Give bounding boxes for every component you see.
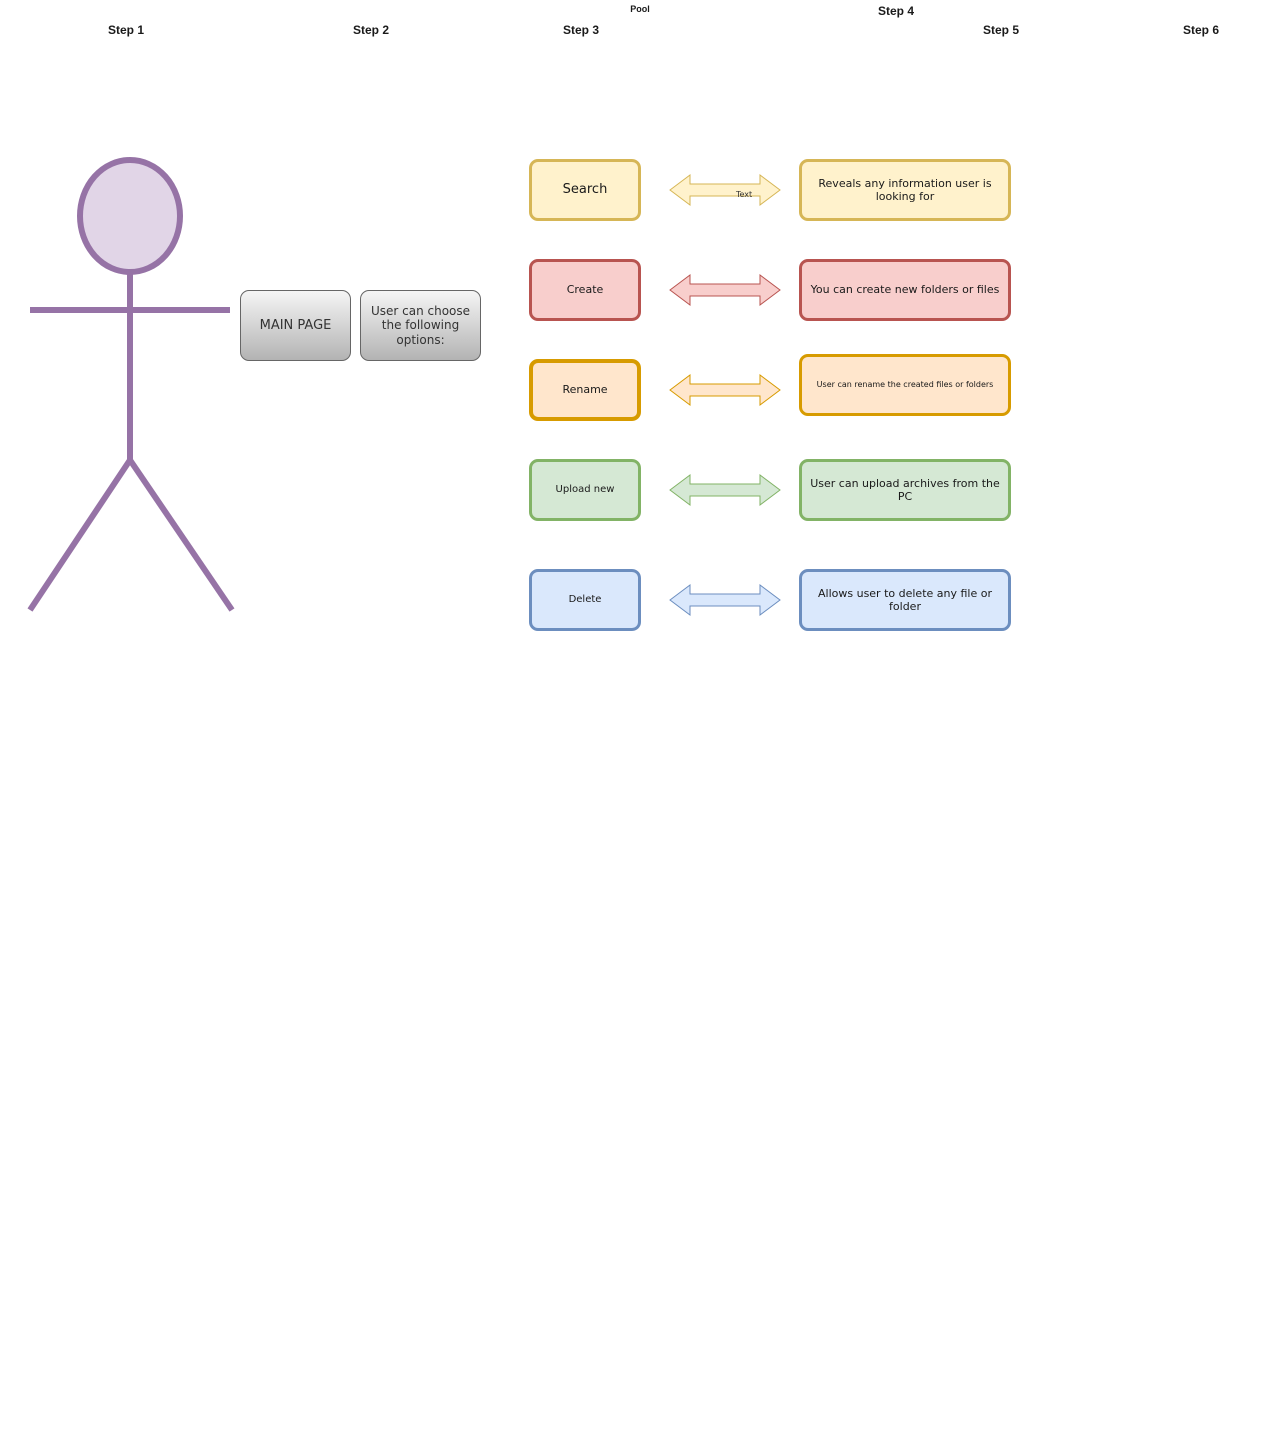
rename-description-text: User can rename the created files or fol… bbox=[816, 380, 994, 390]
delete-description-text: Allows user to delete any file or folder bbox=[818, 586, 992, 613]
search-option-label: Search bbox=[562, 182, 608, 198]
delete-option-box[interactable]: Delete bbox=[529, 569, 641, 631]
choose-options-label: User can choose the following options: bbox=[370, 303, 471, 347]
main-page-label: MAIN PAGE bbox=[259, 317, 332, 333]
pool-title: Pool bbox=[630, 4, 650, 14]
upload-description-box[interactable]: User can upload archives from the PC bbox=[799, 459, 1011, 521]
step-1-label: Step 1 bbox=[107, 23, 144, 37]
rename-option-box[interactable]: Rename bbox=[529, 359, 641, 421]
double-arrow-delete[interactable] bbox=[669, 584, 781, 616]
actor-right-leg bbox=[127, 458, 235, 612]
double-arrow-create[interactable] bbox=[669, 274, 781, 306]
step-4-label: Step 4 bbox=[877, 4, 914, 18]
double-arrow-upload[interactable] bbox=[669, 474, 781, 506]
double-arrow-search[interactable] bbox=[669, 174, 781, 206]
upload-option-label: Upload new bbox=[555, 484, 615, 495]
stick-figure-icon[interactable] bbox=[27, 157, 235, 612]
double-arrow-rename[interactable] bbox=[669, 374, 781, 406]
diagram-canvas bbox=[27, 157, 781, 616]
delete-description-box[interactable]: Allows user to delete any file or folder bbox=[799, 569, 1011, 631]
actor-head bbox=[77, 157, 183, 275]
step-3-label: Step 3 bbox=[562, 23, 599, 37]
create-description-text: You can create new folders or files bbox=[810, 283, 1000, 297]
step-5-label: Step 5 bbox=[982, 23, 1019, 37]
arrow-text-label: Text bbox=[736, 190, 753, 199]
step-2-label: Step 2 bbox=[352, 23, 389, 37]
search-option-box[interactable]: Search bbox=[529, 159, 641, 221]
create-description-box[interactable]: You can create new folders or files bbox=[799, 259, 1011, 321]
create-option-box[interactable]: Create bbox=[529, 259, 641, 321]
main-page-box[interactable]: MAIN PAGE bbox=[240, 290, 351, 361]
delete-option-label: Delete bbox=[568, 594, 602, 605]
upload-description-text: User can upload archives from the PC bbox=[810, 476, 1000, 503]
rename-option-label: Rename bbox=[562, 383, 608, 397]
upload-option-box[interactable]: Upload new bbox=[529, 459, 641, 521]
rename-description-box[interactable]: User can rename the created files or fol… bbox=[799, 354, 1011, 416]
create-option-label: Create bbox=[566, 283, 604, 297]
choose-options-box[interactable]: User can choose the following options: bbox=[360, 290, 481, 361]
search-description-box[interactable]: Reveals any information user is looking … bbox=[799, 159, 1011, 221]
step-6-label: Step 6 bbox=[1182, 23, 1219, 37]
search-description-text: Reveals any information user is looking … bbox=[818, 176, 992, 203]
actor-left-leg bbox=[27, 458, 133, 612]
